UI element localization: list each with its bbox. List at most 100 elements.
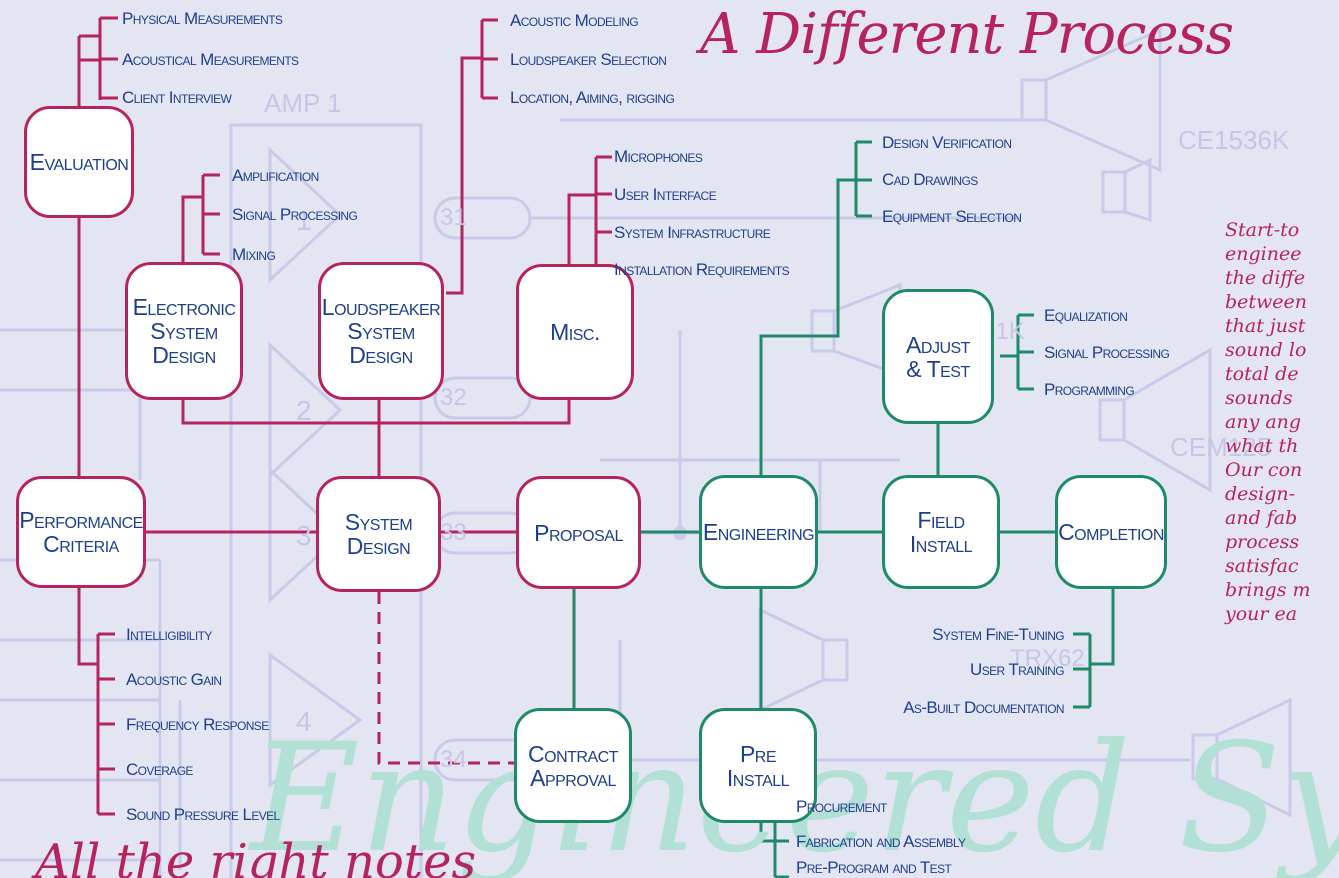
ghost-ce1536k-label: CE1536K [1178, 125, 1290, 155]
ghost-ch31: 31 [440, 204, 467, 231]
paragraph-line: the diffe [1225, 267, 1306, 289]
loudspeaker-item: Location, Aiming, rigging [510, 88, 675, 107]
adjust-item: Programming [1044, 380, 1135, 399]
completion-item: As-Built Documentation [903, 698, 1064, 717]
bracket-completion [1073, 589, 1115, 709]
paragraph-line: between [1225, 291, 1308, 313]
box-completion: Completion [1055, 475, 1167, 589]
electronic-item: Signal Processing [232, 205, 358, 224]
speaker-cem125-horn [1122, 347, 1212, 493]
performance-item: Intelligibility [126, 625, 212, 644]
box-system-design-label: System Design [344, 509, 413, 559]
adjust-item: Signal Processing [1044, 343, 1170, 362]
completion-item: System Fine-Tuning [932, 625, 1064, 644]
performance-item: Sound Pressure Level [126, 805, 280, 824]
paragraph-line: sound lo [1225, 339, 1307, 361]
bracket-loudspeaker [446, 18, 498, 295]
performance-item: Coverage [126, 760, 193, 779]
paragraph-line: enginee [1225, 243, 1302, 265]
page-title: A Different Process [700, 2, 1234, 67]
misc-item: Microphones [614, 147, 703, 166]
ghost-ch34: 34 [440, 746, 467, 773]
box-misc: Misc. [516, 264, 634, 400]
speaker-cem125-body [1098, 398, 1126, 442]
connector-design-to-system [181, 400, 571, 476]
box-engineering-label: Engineering [702, 519, 815, 545]
engineering-item: Equipment Selection [882, 207, 1022, 226]
box-adjust-test: Adjust & Test [882, 289, 994, 424]
box-adjust-label: Adjust & Test [906, 331, 970, 382]
box-proposal: Proposal [516, 476, 641, 589]
paragraph-line: brings m [1225, 579, 1311, 601]
adjust-item: Equalization [1044, 306, 1128, 325]
speaker-right-horn [1215, 697, 1292, 818]
performance-item: Frequency Response [126, 715, 269, 734]
bracket-evaluation [77, 16, 118, 105]
misc-item: System Infrastructure [614, 223, 771, 242]
box-electronic-system-design: Electronic System Design [125, 262, 243, 400]
box-completion-label: Completion [1058, 519, 1164, 545]
speaker-ce1536k-horn [1044, 27, 1162, 173]
box-field-install: Field Install [882, 475, 1000, 589]
paragraph-line: what th [1225, 435, 1299, 457]
tagline: All the right notes [35, 834, 477, 878]
bracket-misc [567, 155, 612, 271]
paragraph-line: Our con [1225, 459, 1303, 481]
box-performance-criteria: Performance Criteria [16, 476, 146, 588]
box-pre-install: Pre Install [699, 708, 817, 823]
ghost-ch3: 3 [296, 520, 312, 551]
speaker-cem1251k-body [810, 309, 836, 353]
misc-item: Installation Requirements [614, 260, 790, 279]
speaker-small-body [1101, 170, 1127, 214]
evaluation-item: Client Interview [122, 88, 232, 107]
box-engineering: Engineering [699, 475, 818, 589]
bracket-performance [77, 587, 115, 816]
dashed-connector [377, 592, 516, 765]
bracket-electronic [181, 173, 220, 262]
box-field-install-label: Field Install [909, 507, 973, 557]
amp-triangle-4 [268, 652, 363, 788]
paragraph-line: total de [1225, 363, 1299, 385]
pre-install-item: Procurement [796, 797, 887, 816]
ghost-ch2: 2 [296, 395, 312, 426]
amp-triangle-1 [268, 146, 343, 284]
speaker-ce1536k-body [1020, 78, 1048, 122]
box-loudspeaker-label: Loudspeaker System Design [321, 294, 441, 368]
ghost-amp-label: AMP 1 [264, 88, 342, 118]
bracket-engineering [759, 140, 872, 475]
box-evaluation: Evaluation [24, 106, 134, 218]
rack-verticals [138, 330, 182, 878]
side-paragraph: Start-to enginee the diffe between that … [1225, 218, 1339, 626]
misc-item: User Interface [614, 185, 717, 204]
evaluation-item: Acoustical Measurements [122, 50, 299, 69]
ghost-trx62-label: TRX62 [1010, 645, 1085, 672]
electronic-item: Amplification [232, 166, 319, 185]
bracket-adjust [1000, 313, 1034, 391]
ghost-cem125-label: CEM125 [1170, 432, 1272, 462]
ghost-ch32: 32 [440, 384, 467, 411]
loudspeaker-item: Loudspeaker Selection [510, 50, 667, 69]
box-contract-approval: Contract Approval [514, 708, 632, 823]
paragraph-line: your ea [1225, 603, 1298, 625]
box-electronic-label: Electronic System Design [132, 294, 236, 368]
box-misc-label: Misc. [550, 319, 600, 345]
amp-triangle-2 [268, 341, 343, 479]
performance-item: Acoustic Gain [126, 670, 222, 689]
completion-item: User Training [970, 660, 1065, 679]
amp-triangle-3 [268, 466, 343, 604]
loudspeaker-item: Acoustic Modeling [510, 11, 639, 30]
engineering-item: Design Verification [882, 133, 1012, 152]
speaker-small-horn [1123, 157, 1152, 223]
engineering-item: Cad Drawings [882, 170, 978, 189]
box-pre-install-label: Pre Install [726, 740, 790, 791]
speaker-trx62-horn [758, 607, 825, 713]
paragraph-line: design- [1225, 483, 1296, 505]
electronic-item: Mixing [232, 245, 276, 264]
paragraph-line: sounds [1225, 387, 1293, 409]
box-proposal-label: Proposal [534, 519, 623, 546]
pre-install-item: Fabrication and Assembly [796, 832, 966, 851]
box-contract-label: Contract Approval [528, 740, 618, 791]
evaluation-item: Physical Measurements [122, 9, 283, 28]
ghost-ch4: 4 [296, 706, 312, 737]
box-loudspeaker-system-design: Loudspeaker System Design [318, 262, 444, 400]
